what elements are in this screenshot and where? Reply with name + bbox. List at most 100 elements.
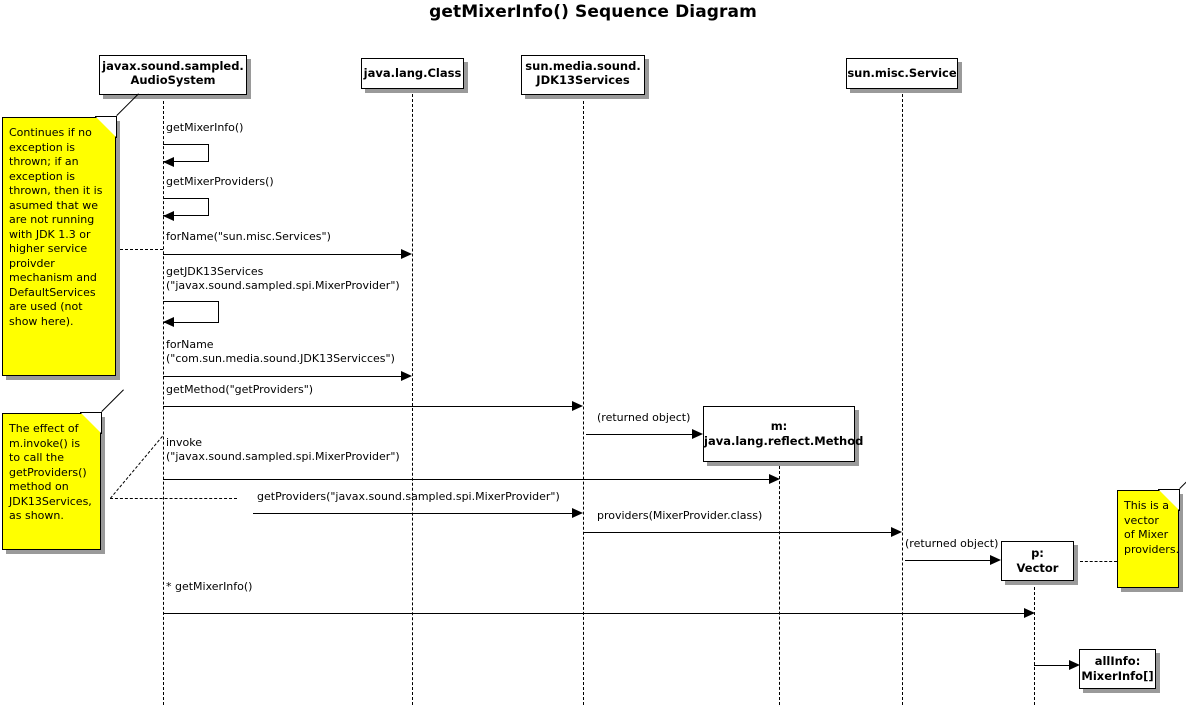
arrowhead-returned-object-vector [990,555,1001,565]
message-line-get-method-getproviders [163,406,573,407]
note-fold-diagonal [101,389,124,412]
note-fold-background [1158,489,1180,511]
arrowhead-get-method-getproviders [572,401,583,411]
note-body [2,117,116,376]
arrowhead-get-jdk13-services-return [163,317,174,327]
arrowhead-for-name-jdk13servicces [401,371,412,381]
lifeline-jdk13services [583,96,584,705]
arrowhead-get-mixer-providers-return [163,211,174,221]
participant-jdk13services[interactable]: sun.media.sound. JDK13Services [521,55,645,95]
arrowhead-get-mixer-info-return [163,157,174,167]
participant-label-line1: java.lang.Class [363,66,462,80]
message-text: providers(MixerProvider.class) [597,509,763,522]
message-label-get-providers-mixerprovider: getProviders("javax.sound.sampled.spi.Mi… [257,490,560,504]
message-line-invoke-mixerprovider [163,479,770,480]
note-connector-invoke-diagonal [110,435,164,500]
message-text-line2: ("com.sun.media.sound.JDK13Servicces") [166,351,395,365]
message-line-create-allinfo [1034,665,1070,666]
message-line-for-name-jdk13servicces [163,376,402,377]
note-fold-edge-top [95,116,117,117]
participant-javalangclass[interactable]: java.lang.Class [361,58,464,89]
message-text: (returned object) [597,411,691,424]
participant-audiosystem[interactable]: javax.sound.sampled. AudioSystem [99,55,247,95]
message-label-providers-mixerprovider-class: providers(MixerProvider.class) [597,509,762,523]
note-fold-edge-top [1158,489,1180,490]
arrowhead-get-providers-mixerprovider [572,508,583,518]
participant-label-line2: AudioSystem [130,73,216,88]
lifeline-audiosystem [163,96,164,705]
message-label-for-name-jdk13servicces: forName ("com.sun.media.sound.JDK13Servi… [166,338,395,366]
self-call-get-mixer-info [163,144,209,162]
object-box-allinfo[interactable]: allInfo: MixerInfo[] [1079,649,1156,689]
note-vector[interactable]: This is a vector of Mixer providers. [1117,466,1186,592]
note-text: Continues if no exception is thrown; if … [9,126,103,328]
message-text-line2: ("javax.sound.sampled.spi.MixerProvider"… [166,278,400,292]
message-line-get-providers-mixerprovider [253,513,573,514]
participant-label-line1: javax.sound.sampled. [102,59,244,73]
lifeline-sunmiscservice [902,94,903,705]
participant-label-line1: sun.misc.Service [847,66,957,80]
note-connector-exception [120,249,163,250]
message-text-line2: ("javax.sound.sampled.spi.MixerProvider"… [166,449,400,463]
message-label-for-name-services: forName("sun.misc.Services") [166,230,331,244]
message-text: getMixerProviders() [166,175,274,188]
note-fold-edge-right [116,116,117,138]
message-label-returned-object-vector: (returned object) [905,537,998,551]
object-box-vector[interactable]: p: Vector [1001,541,1074,581]
note-fold-edge-right [1179,489,1180,511]
object-label-line2: MixerInfo[] [1081,669,1154,683]
message-text: invoke [166,436,203,449]
note-connector-invoke-horizontal [110,498,237,499]
message-label-get-mixer-info-self: getMixerInfo() [166,121,243,135]
note-fold-background [95,116,117,138]
message-label-returned-object-method: (returned object) [597,411,690,425]
message-text: getMethod("getProviders") [166,383,314,396]
message-text: getJDK13Services [166,265,264,278]
message-line-for-name-services [163,254,402,255]
lifeline-vector-object [1034,582,1035,705]
page-title: getMixerInfo() Sequence Diagram [429,2,757,22]
message-line-providers-mixerprovider-class [583,532,892,533]
arrowhead-for-name-services [401,249,412,259]
message-line-returned-object-method [586,434,693,435]
note-fold-edge-right [101,412,102,434]
object-label-line1: m: [770,419,788,434]
note-fold-diagonal [1179,466,1186,489]
object-label-line1: p: [1031,546,1044,561]
note-text: This is a vector of Mixer providers. [1124,499,1180,556]
lifeline-javalangclass [412,94,413,705]
arrowhead-providers-mixerprovider-class [891,527,902,537]
object-box-method[interactable]: m: java.lang.reflect.Method [703,406,864,462]
arrowhead-create-allinfo [1069,660,1080,670]
message-text: (returned object) [905,537,999,550]
participant-label-line2: JDK13Services [536,73,630,88]
note-fold-background [80,412,102,434]
participant-label-line1: sun.media.sound. [525,59,641,73]
object-label-line2: Vector [1016,561,1059,575]
message-label-get-mixer-providers-self: getMixerProviders() [166,175,274,189]
arrowhead-invoke-mixerprovider [769,474,780,484]
object-label-line2: java.lang.reflect.Method [704,434,864,448]
message-text: forName [166,338,214,351]
lifeline-method-object [779,466,780,705]
note-body [2,413,101,550]
participant-sunmiscservice[interactable]: sun.misc.Service [846,58,958,89]
message-line-star-get-mixer-info [163,613,1026,614]
message-label-get-method-getproviders: getMethod("getProviders") [166,383,313,397]
object-label-line1: allInfo: [1094,654,1141,669]
arrowhead-returned-object-method [692,429,703,439]
self-call-get-jdk13-services [163,301,219,323]
note-text: The effect of m.invoke() is to call the … [9,422,92,523]
message-label-invoke-mixerprovider: invoke ("javax.sound.sampled.spi.MixerPr… [166,436,400,464]
message-line-returned-object-vector [905,560,991,561]
note-fold-diagonal [116,93,139,116]
self-call-get-mixer-providers [163,198,209,216]
note-fold-edge-top [80,412,102,413]
note-exception[interactable]: Continues if no exception is thrown; if … [2,93,139,380]
message-text: getProviders("javax.sound.sampled.spi.Mi… [257,490,560,503]
message-text: forName("sun.misc.Services") [166,230,331,243]
note-invoke[interactable]: The effect of m.invoke() is to call the … [2,389,124,554]
note-connector-vector [1080,561,1117,562]
message-text: * getMixerInfo() [166,580,253,593]
